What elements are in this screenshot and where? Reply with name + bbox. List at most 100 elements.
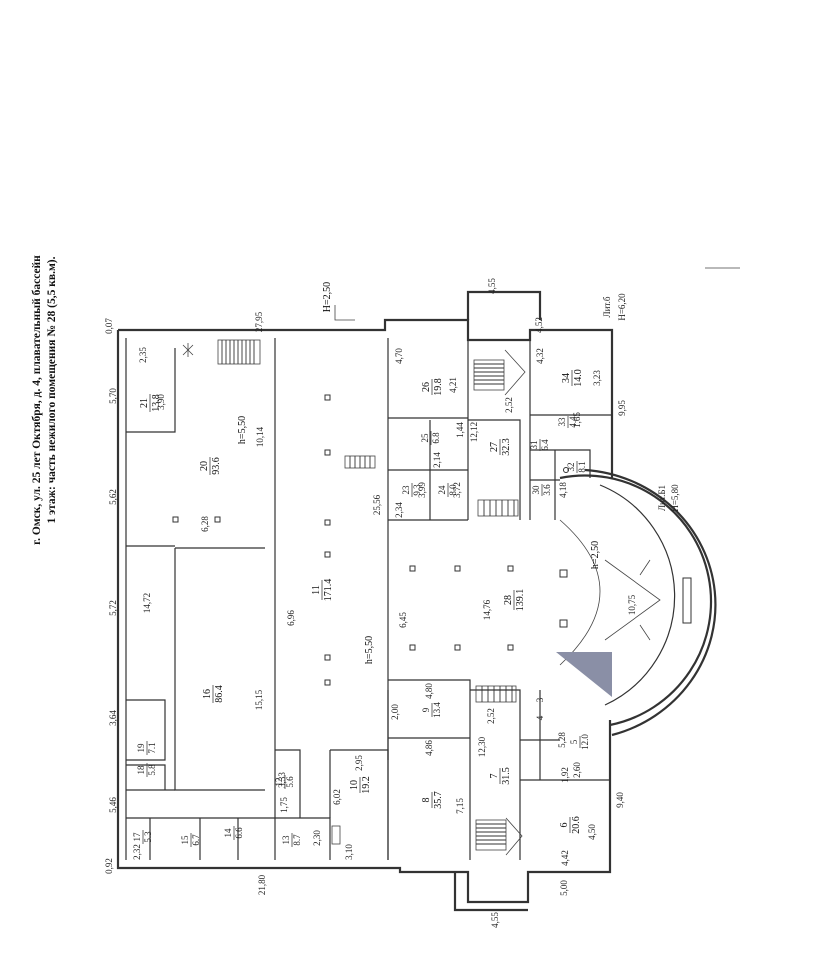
- room-area: 9.3: [412, 484, 422, 496]
- room-number: 4: [535, 715, 545, 720]
- room-number: 13: [281, 835, 291, 845]
- header-line-2: 1 этаж: часть нежилого помещения № 28 (5…: [46, 256, 58, 523]
- dimension-label: 14,76: [482, 599, 492, 620]
- stair-top-left: [217, 339, 261, 365]
- dimension-label: 2,30: [312, 830, 322, 846]
- room-area: 35.7: [433, 791, 444, 809]
- room-number: 11: [311, 585, 322, 595]
- room-number: 21: [139, 398, 150, 408]
- dimension-label: 4,55: [487, 278, 497, 294]
- room-area: 5.8: [147, 764, 157, 776]
- dimension-label: 1,75: [279, 797, 289, 813]
- room-number: 15: [180, 835, 190, 845]
- misc-marks: [182, 267, 740, 357]
- height-label: h=2,50: [590, 541, 601, 569]
- room-number: 17: [132, 832, 142, 842]
- room-number: 30: [531, 485, 541, 495]
- dimension-label: 9,95: [617, 400, 627, 416]
- highlighted-area-28: [556, 652, 612, 697]
- room-number: 6: [559, 823, 570, 828]
- dimension-label: 4,21: [448, 377, 458, 393]
- room-area: 31.5: [501, 767, 512, 785]
- dimension-label: 2,14: [432, 452, 442, 468]
- outer-walls: [116, 290, 614, 912]
- room-number: 23: [401, 485, 411, 495]
- internal-walls: [126, 338, 612, 860]
- dimension-label: 7,15: [455, 798, 465, 814]
- room-number: 14: [223, 828, 233, 838]
- room-number: 34: [561, 373, 572, 383]
- room-number: 27: [489, 442, 500, 452]
- dimension-label: 3,64: [108, 710, 118, 726]
- dimension-label: 0,92: [104, 858, 114, 874]
- room-number: 9: [421, 707, 431, 712]
- dimension-label: 5,46: [108, 797, 118, 813]
- room-area: 6.7: [191, 834, 201, 846]
- dimension-label: 4,80: [424, 683, 434, 699]
- dimension-labels: 0,07 2,35 5,70 3,90 5,62 14,72 5,72 3,64…: [104, 278, 637, 928]
- plan-header: г. Омск, ул. 25 лет Октября, д. 4, плава…: [31, 255, 58, 545]
- lit-label: Лит.б: [602, 296, 612, 317]
- room-number: 16: [202, 689, 213, 699]
- dimension-label: 3,23: [592, 370, 602, 386]
- room-area: 6.6: [234, 827, 244, 839]
- room-area: 5.6: [285, 776, 295, 788]
- room-area: 32.3: [501, 438, 512, 456]
- stair-11: [344, 455, 376, 469]
- dimension-label: 27,95: [254, 311, 264, 332]
- room-number: 28: [503, 595, 514, 605]
- dimension-label: 2,35: [138, 347, 148, 363]
- room-area: 4.4: [568, 416, 578, 428]
- stair-7: [475, 817, 523, 856]
- room-area: 13.4: [432, 702, 442, 718]
- dimension-label: 4,50: [587, 824, 597, 840]
- height-label: H=6,20: [617, 293, 627, 321]
- dimension-label: 10,75: [627, 594, 637, 615]
- dimension-label: 4,70: [394, 348, 404, 364]
- dimension-label: 6,45: [398, 612, 408, 628]
- room-number: 32: [566, 463, 576, 472]
- room-number: 20: [199, 461, 210, 471]
- dimension-label: 2,00: [390, 704, 400, 720]
- dimension-label: 2,34: [394, 502, 404, 518]
- stair-27: [473, 349, 526, 396]
- dimension-label: 4,55: [490, 912, 500, 928]
- dimension-label: 4,18: [558, 482, 568, 498]
- room-area: 3.6: [542, 484, 552, 496]
- dimension-label: 3,72: [452, 482, 462, 498]
- dimension-label: 0,07: [104, 318, 114, 334]
- room-area: 86.4: [214, 685, 225, 703]
- room-number: 19: [136, 743, 146, 753]
- dimension-label: 14,72: [142, 593, 152, 613]
- dimension-label: 5,72: [108, 600, 118, 616]
- room-area: 19.8: [433, 378, 444, 396]
- room-number: 33: [557, 417, 567, 427]
- room-number: 18: [136, 765, 146, 775]
- dimension-label: 3,10: [344, 844, 354, 860]
- room-area: 6.4: [540, 439, 550, 451]
- room-area: 13.8: [151, 394, 162, 412]
- dimension-label: 2,52: [486, 708, 496, 724]
- dimension-label: 4,86: [424, 740, 434, 756]
- dimension-label: 3,99: [417, 482, 427, 498]
- room-number: 24: [437, 485, 447, 495]
- dimension-label: 4,32: [535, 348, 545, 364]
- dimension-label: 2,95: [354, 755, 364, 771]
- dimension-label: 1,65: [572, 412, 582, 428]
- room-number: 8: [421, 798, 432, 803]
- columns: [172, 394, 569, 845]
- dimension-label: 5,00: [559, 880, 569, 896]
- room-number: 26: [421, 382, 432, 392]
- dimension-label: 2,60: [572, 762, 582, 778]
- room-area: 6.8: [431, 432, 441, 444]
- dimension-label: 1,44: [455, 422, 465, 438]
- dimension-label: 5,62: [108, 489, 118, 505]
- room-number: 25: [420, 433, 430, 443]
- room-area: 14.0: [573, 369, 584, 387]
- dimension-label: 4,42: [560, 850, 570, 866]
- room-area: 8.1: [577, 461, 587, 472]
- room-number: 31: [529, 441, 539, 450]
- room-number: 3: [535, 697, 545, 702]
